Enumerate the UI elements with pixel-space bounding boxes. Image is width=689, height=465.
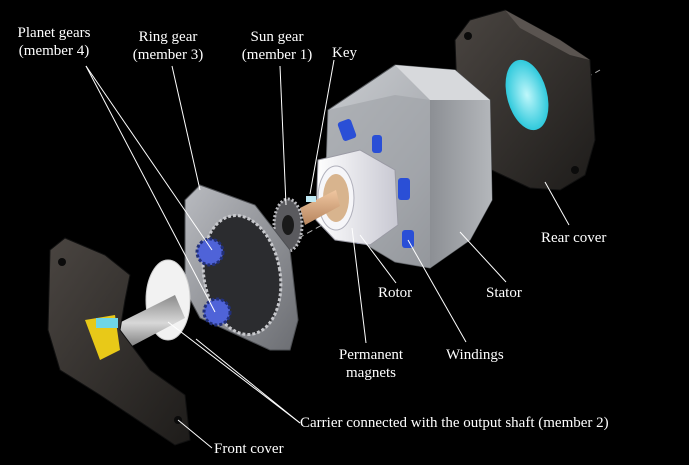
stator-label: Stator	[486, 285, 522, 301]
ring-gear-label: Ring gear (member 3)	[120, 28, 216, 64]
ring-gear-label-line1: Ring gear	[138, 29, 198, 45]
key-part	[306, 196, 316, 202]
leader-lines	[85, 59, 570, 449]
planet-gears-label-line2: (member 4)	[18, 43, 90, 59]
sun-gear-label-line1: Sun gear	[250, 29, 304, 45]
rotor-part	[300, 149, 399, 246]
front-cover-label: Front cover	[214, 441, 284, 457]
planet-gears-label-line1: Planet gears	[17, 25, 91, 41]
front-cover-part	[47, 237, 191, 446]
rear-cover-label: Rear cover	[541, 230, 607, 246]
windings-label: Windings	[446, 347, 504, 363]
planet-gears-label: Planet gears (member 4)	[6, 24, 102, 60]
permanent-magnets-label-line2: magnets	[346, 365, 396, 381]
sun-gear-label: Sun gear (member 1)	[230, 28, 324, 64]
rotor-label: Rotor	[378, 285, 413, 301]
ring-gear-label-line2: (member 3)	[132, 47, 204, 63]
key-label: Key	[332, 45, 357, 61]
permanent-magnets-label-line1: Permanent	[338, 347, 404, 363]
permanent-magnets-label: Permanent magnets	[326, 346, 416, 382]
carrier-output-shaft-label: Carrier connected with the output shaft …	[300, 415, 609, 431]
planet-gears-part	[195, 237, 232, 327]
sun-gear-label-line2: (member 1)	[241, 47, 313, 63]
